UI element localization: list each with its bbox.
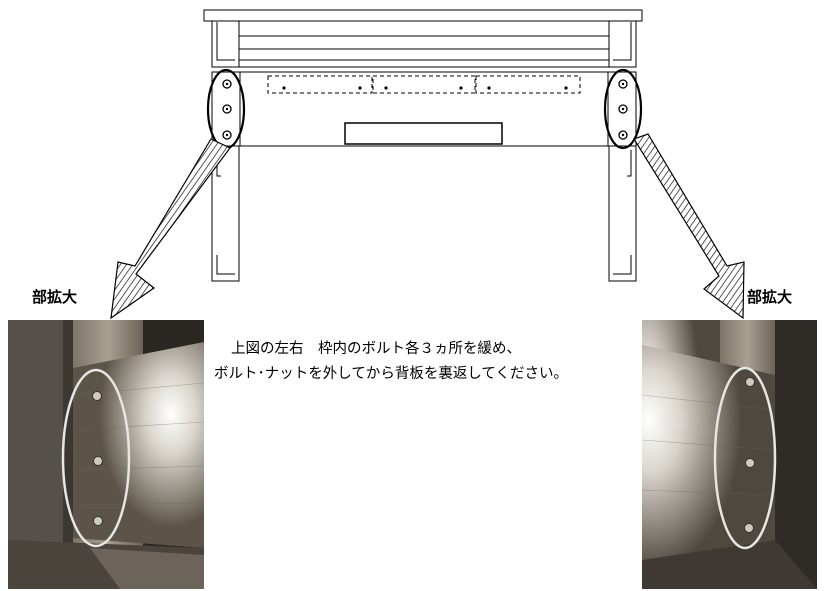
instruction-text: 上図の左右 枠内のボルト各３ヵ所を緩め、 ボルト･ナットを外してから背板を裏返し… (214, 337, 634, 387)
furniture-drawing (203, 9, 643, 282)
zoom-label-right: 部拡大 (747, 288, 793, 306)
detail-photo-left (8, 320, 205, 589)
top-board (203, 9, 643, 22)
arrow-right (633, 133, 745, 320)
instruction-line-1: 上図の左右 枠内のボルト各３ヵ所を緩め、 (231, 341, 521, 357)
arrow-left (110, 138, 231, 320)
rail-bolts (282, 86, 568, 90)
center-slot (344, 122, 503, 145)
detail-photo-right (641, 320, 817, 589)
right-lower-leg (608, 145, 637, 282)
zoom-label-left: 部拡大 (32, 288, 78, 306)
bolt-ellipse-right (603, 68, 643, 150)
dashed-bolt-rails (267, 75, 581, 94)
instruction-line-2: ボルト･ナットを外してから背板を裏返してください。 (214, 366, 568, 382)
